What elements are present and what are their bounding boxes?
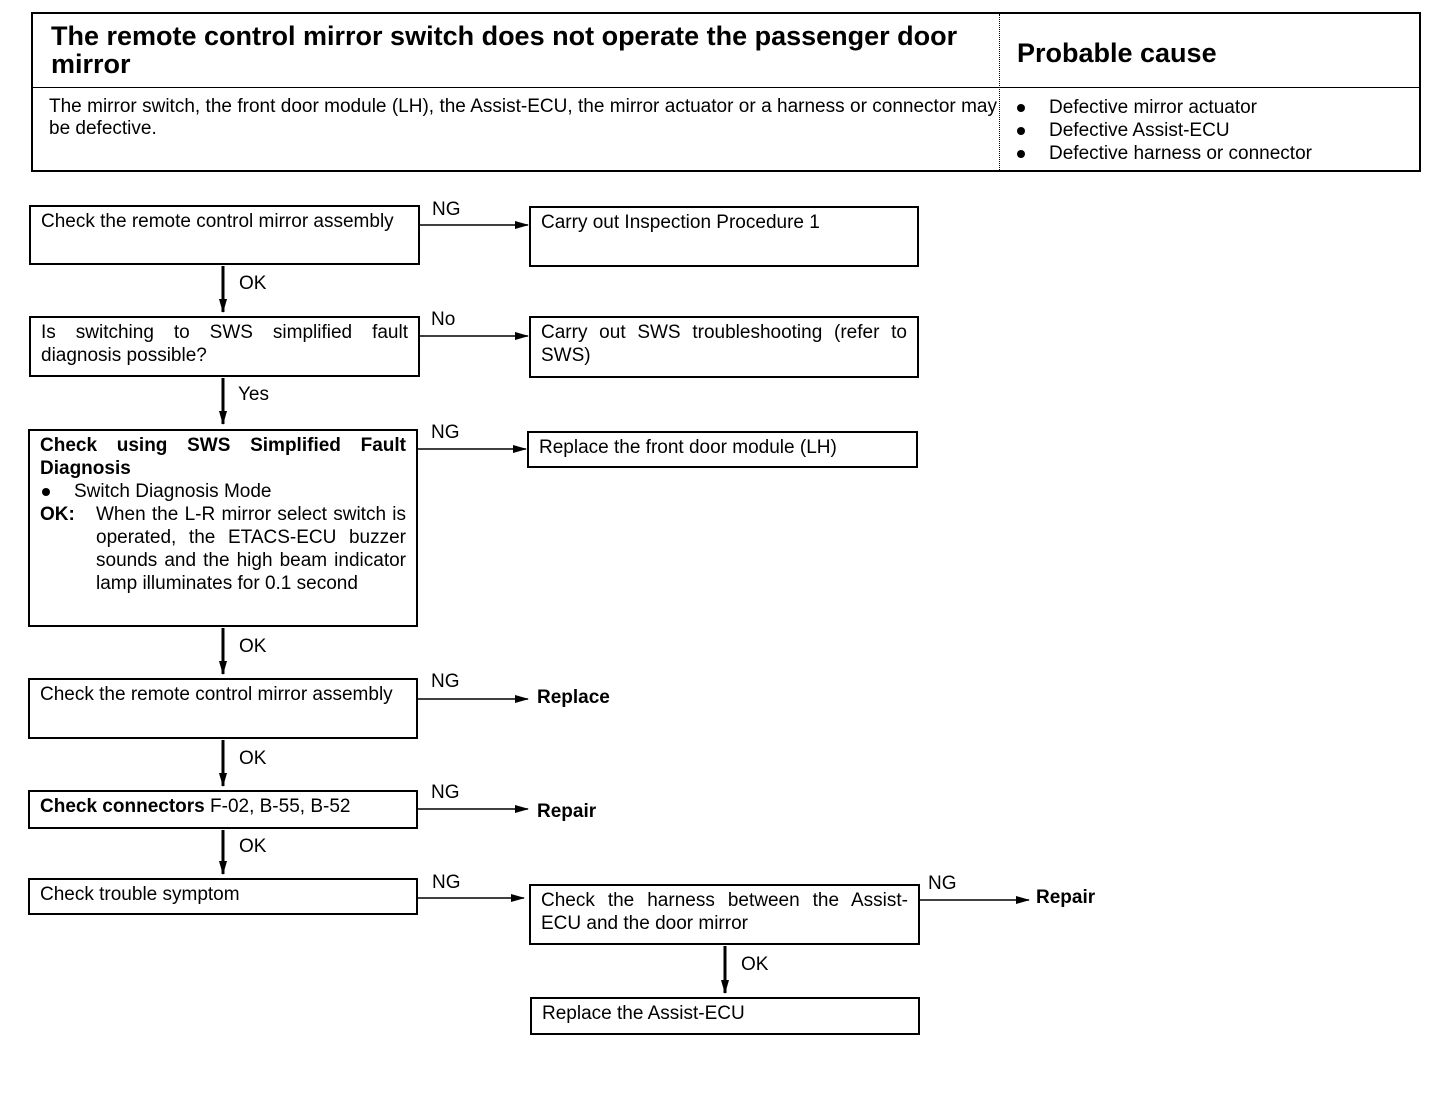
ok-label: OK xyxy=(239,636,267,657)
step-text: Check the harness between the Assist-ECU… xyxy=(541,890,908,934)
ng-label: NG xyxy=(431,671,460,692)
header-title: The remote control mirror switch does no… xyxy=(51,21,958,79)
ok-condition-text: When the L-R mirror select switch is ope… xyxy=(96,504,406,594)
ng-label: NG xyxy=(432,872,461,893)
ng-label: NG xyxy=(928,873,957,894)
result-replace: Replace xyxy=(537,687,610,708)
step-sws-troubleshooting: Carry out SWS troubleshooting (refer to … xyxy=(529,316,919,378)
no-label: No xyxy=(431,309,456,330)
ok-condition-label: OK: xyxy=(40,504,75,525)
step-text: Check the remote control mirror assembly xyxy=(41,211,394,232)
step-replace-assist-ecu: Replace the Assist-ECU xyxy=(530,997,920,1035)
header-description: The mirror switch, the front door module… xyxy=(49,96,997,139)
step-text: Check trouble symptom xyxy=(40,884,240,905)
step-check-connectors: Check connectors F-02, B-55, B-52 xyxy=(28,790,418,829)
step-text: Check the remote control mirror assembly xyxy=(40,684,393,705)
step-check-harness: Check the harness between the Assist-ECU… xyxy=(529,884,920,945)
step-text: Carry out Inspection Procedure 1 xyxy=(541,212,820,233)
cause-item: Defective mirror actuator xyxy=(1017,96,1312,119)
step-text: Is switching to SWS simplified fault dia… xyxy=(41,322,408,366)
result-repair: Repair xyxy=(537,801,597,822)
ok-label: OK xyxy=(239,748,267,769)
ng-label: NG xyxy=(431,782,460,803)
ok-label: OK xyxy=(239,273,267,294)
step-text: Carry out SWS troubleshooting (refer to … xyxy=(541,322,907,366)
ok-label: OK xyxy=(741,954,769,975)
step-title: Check using SWS Simplified Fault Diagnos… xyxy=(40,435,406,479)
ng-label: NG xyxy=(432,199,461,220)
probable-cause-heading: Probable cause xyxy=(1017,38,1217,68)
ok-condition: OK: When the L-R mirror select switch is… xyxy=(40,503,406,595)
step-text: Replace the Assist-ECU xyxy=(542,1003,745,1024)
cause-item: Defective Assist-ECU xyxy=(1017,119,1312,142)
yes-label: Yes xyxy=(238,384,269,405)
step-check-trouble-symptom: Check trouble symptom xyxy=(28,878,418,915)
cause-item: Defective harness or connector xyxy=(1017,142,1312,165)
step-sws-possible: Is switching to SWS simplified fault dia… xyxy=(29,316,420,377)
step-text-bold: Check connectors xyxy=(40,796,205,817)
step-text: F-02, B-55, B-52 xyxy=(204,796,351,817)
step-check-mirror-assembly-2: Check the remote control mirror assembly xyxy=(28,678,418,739)
step-text: Replace the front door module (LH) xyxy=(539,437,837,458)
probable-cause-list: Defective mirror actuator Defective Assi… xyxy=(1017,96,1312,165)
ng-label: NG xyxy=(431,422,460,443)
header-table: The remote control mirror switch does no… xyxy=(31,12,1421,172)
ok-label: OK xyxy=(239,836,267,857)
step-bullet: Switch Diagnosis Mode xyxy=(40,480,406,503)
header-column-divider xyxy=(999,14,1000,170)
step-inspection-procedure-1: Carry out Inspection Procedure 1 xyxy=(529,206,919,267)
step-check-mirror-assembly: Check the remote control mirror assembly xyxy=(29,205,420,265)
header-divider xyxy=(33,87,1419,88)
step-replace-front-door-module: Replace the front door module (LH) xyxy=(527,431,918,468)
step-sws-simplified-diagnosis: Check using SWS Simplified Fault Diagnos… xyxy=(28,429,418,627)
result-repair: Repair xyxy=(1036,887,1096,908)
